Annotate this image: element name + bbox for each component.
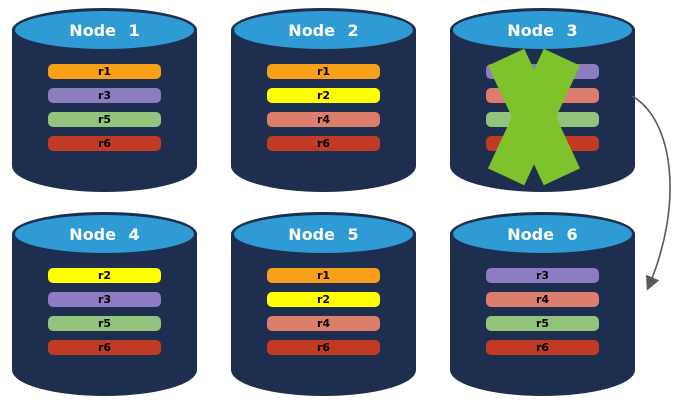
node-title: Node 4 bbox=[69, 224, 140, 244]
node-2-cylinder: Node 2 r1 r2 r4 r6 bbox=[231, 8, 416, 192]
node-4-cylinder: Node 4 r2 r3 r5 r6 bbox=[12, 212, 197, 396]
replica-bar: r6 bbox=[486, 340, 599, 355]
replica-bar: r2 bbox=[267, 292, 380, 307]
cylinder-top bbox=[231, 212, 416, 256]
replica-bar: r3 bbox=[486, 268, 599, 283]
replica-bar: r6 bbox=[48, 136, 161, 151]
replica-bar: r4 bbox=[267, 316, 380, 331]
node-title: Node 3 bbox=[507, 20, 578, 40]
node-title: Node 6 bbox=[507, 224, 578, 244]
replica-bar bbox=[486, 112, 599, 127]
cylinder-body bbox=[12, 233, 197, 396]
replica-list: r1 r2 r4 r6 bbox=[267, 268, 380, 355]
replica-bar: r4 bbox=[486, 292, 599, 307]
cylinder-body bbox=[231, 29, 416, 192]
cylinder-top bbox=[12, 8, 197, 52]
replica-list: r3 r4 r5 r6 bbox=[486, 268, 599, 355]
replica-bar: r1 bbox=[48, 64, 161, 79]
node-title: Node 2 bbox=[288, 20, 359, 40]
node-title: Node 1 bbox=[69, 20, 140, 40]
replica-bar: r3 bbox=[486, 64, 599, 79]
cylinder-top bbox=[450, 212, 635, 256]
replica-bar: r6 bbox=[267, 136, 380, 151]
replica-list: r3 bbox=[486, 64, 599, 151]
node-1-cylinder: Node 1 r1 r3 r5 r6 bbox=[12, 8, 197, 192]
replica-bar: r3 bbox=[48, 88, 161, 103]
replica-bar: r4 bbox=[267, 112, 380, 127]
replica-list: r2 r3 r5 r6 bbox=[48, 268, 161, 355]
cylinder-body bbox=[12, 29, 197, 192]
cylinder-top bbox=[231, 8, 416, 52]
replica-bar: r6 bbox=[48, 340, 161, 355]
cylinder-body bbox=[231, 233, 416, 396]
node-6-cylinder: Node 6 r3 r4 r5 r6 bbox=[450, 212, 635, 396]
node-3-cylinder: Node 3 r3 bbox=[450, 8, 635, 192]
replica-bar: r5 bbox=[48, 112, 161, 127]
replica-bar bbox=[486, 88, 599, 103]
replica-list: r1 r3 r5 r6 bbox=[48, 64, 161, 151]
node-title: Node 5 bbox=[288, 224, 359, 244]
cylinder-top bbox=[12, 212, 197, 256]
replica-bar: r1 bbox=[267, 64, 380, 79]
replica-bar: r2 bbox=[267, 88, 380, 103]
node-5-cylinder: Node 5 r1 r2 r4 r6 bbox=[231, 212, 416, 396]
replica-list: r1 r2 r4 r6 bbox=[267, 64, 380, 151]
replica-bar: r5 bbox=[48, 316, 161, 331]
replica-bar: r6 bbox=[267, 340, 380, 355]
replica-bar bbox=[486, 136, 599, 151]
replica-bar: r5 bbox=[486, 316, 599, 331]
replica-bar: r1 bbox=[267, 268, 380, 283]
cylinder-body bbox=[450, 233, 635, 396]
replica-bar: r3 bbox=[48, 292, 161, 307]
replica-bar: r2 bbox=[48, 268, 161, 283]
